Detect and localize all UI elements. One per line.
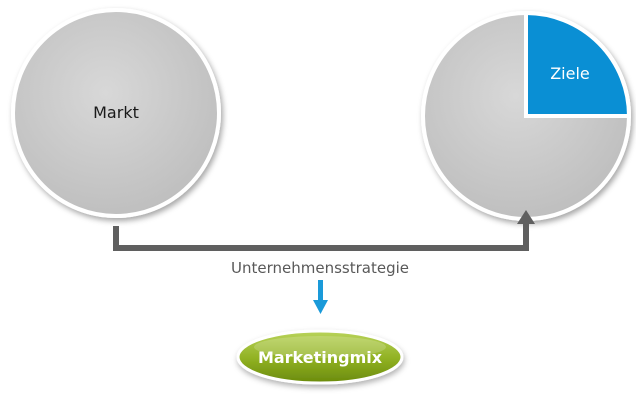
connector-arrowhead (517, 210, 535, 224)
marketingmix-label: Marketingmix (258, 348, 383, 367)
goals-pie-slice (524, 10, 632, 118)
goals-label: Ziele (550, 64, 590, 83)
goals-pie-circle: Ziele (421, 10, 632, 221)
strategy-connector (113, 210, 535, 251)
down-arrow-icon (313, 280, 328, 314)
strategy-label: Unternehmensstrategie (231, 259, 409, 277)
marketingmix-badge: Marketingmix (236, 329, 404, 385)
market-circle: Markt (11, 8, 221, 218)
market-label: Markt (93, 103, 139, 122)
